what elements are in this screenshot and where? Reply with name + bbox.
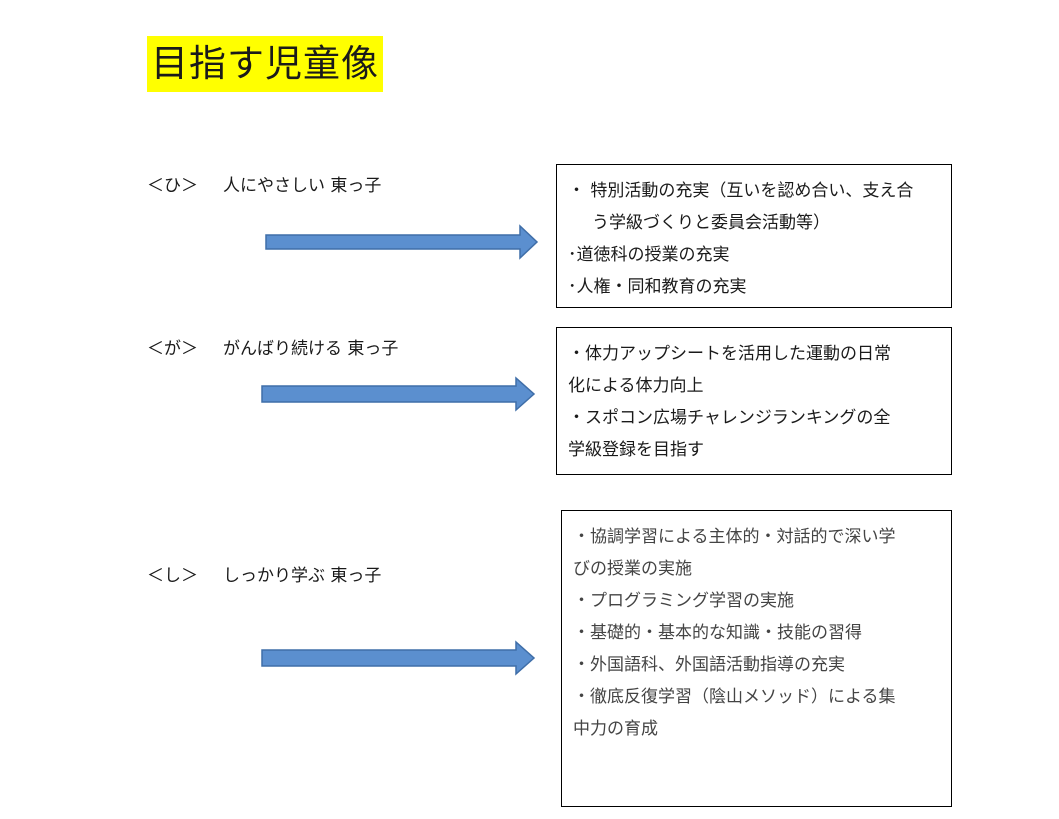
page-title: 目指す児童像 — [147, 36, 383, 92]
goal-tag: ＜が＞ — [147, 339, 198, 359]
right-arrow-icon — [261, 376, 536, 412]
list-item: ･道徳科の授業の充実 — [568, 245, 730, 265]
list-item: ・基礎的・基本的な知識・技能の習得 — [573, 623, 862, 643]
goal-heading-ga: ＜が＞ がんばり続ける 東っ子 — [147, 334, 398, 359]
goal-text: がんばり続ける 東っ子 — [223, 339, 399, 359]
right-arrow-icon — [261, 640, 536, 676]
list-item: ・スポコン広場チャレンジランキングの全 学級登録を目指す — [568, 408, 891, 460]
goal-text: 人にやさしい 東っ子 — [223, 176, 382, 196]
goal-box-shi: ・協調学習による主体的・対話的で深い学 びの授業の実施 ・プログラミング学習の実… — [561, 510, 952, 807]
goal-box-ga: ・体力アップシートを活用した運動の日常 化による体力向上 ・スポコン広場チャレン… — [556, 327, 952, 475]
goal-tag: ＜ひ＞ — [147, 176, 198, 196]
goal-tag: ＜し＞ — [147, 566, 198, 586]
list-item: ･人権・同和教育の充実 — [568, 277, 747, 297]
list-item: ・体力アップシートを活用した運動の日常 化による体力向上 — [568, 344, 891, 396]
goal-box-hi: ・ 特別活動の充実（互いを認め合い、支え合 う学級づくりと委員会活動等） ･道徳… — [556, 164, 952, 308]
right-arrow-icon — [265, 224, 539, 260]
list-item: ・外国語科、外国語活動指導の充実 — [573, 655, 845, 675]
list-item: ・ 特別活動の充実（互いを認め合い、支え合 う学級づくりと委員会活動等） — [568, 181, 914, 233]
goal-heading-hi: ＜ひ＞ 人にやさしい 東っ子 — [147, 171, 381, 196]
list-item: ・プログラミング学習の実施 — [573, 591, 794, 611]
list-item: ・徹底反復学習（陰山メソッド）による集 中力の育成 — [573, 687, 896, 739]
list-item: ・協調学習による主体的・対話的で深い学 びの授業の実施 — [573, 527, 896, 579]
goal-heading-shi: ＜し＞ しっかり学ぶ 東っ子 — [147, 561, 381, 586]
goal-text: しっかり学ぶ 東っ子 — [223, 566, 382, 586]
